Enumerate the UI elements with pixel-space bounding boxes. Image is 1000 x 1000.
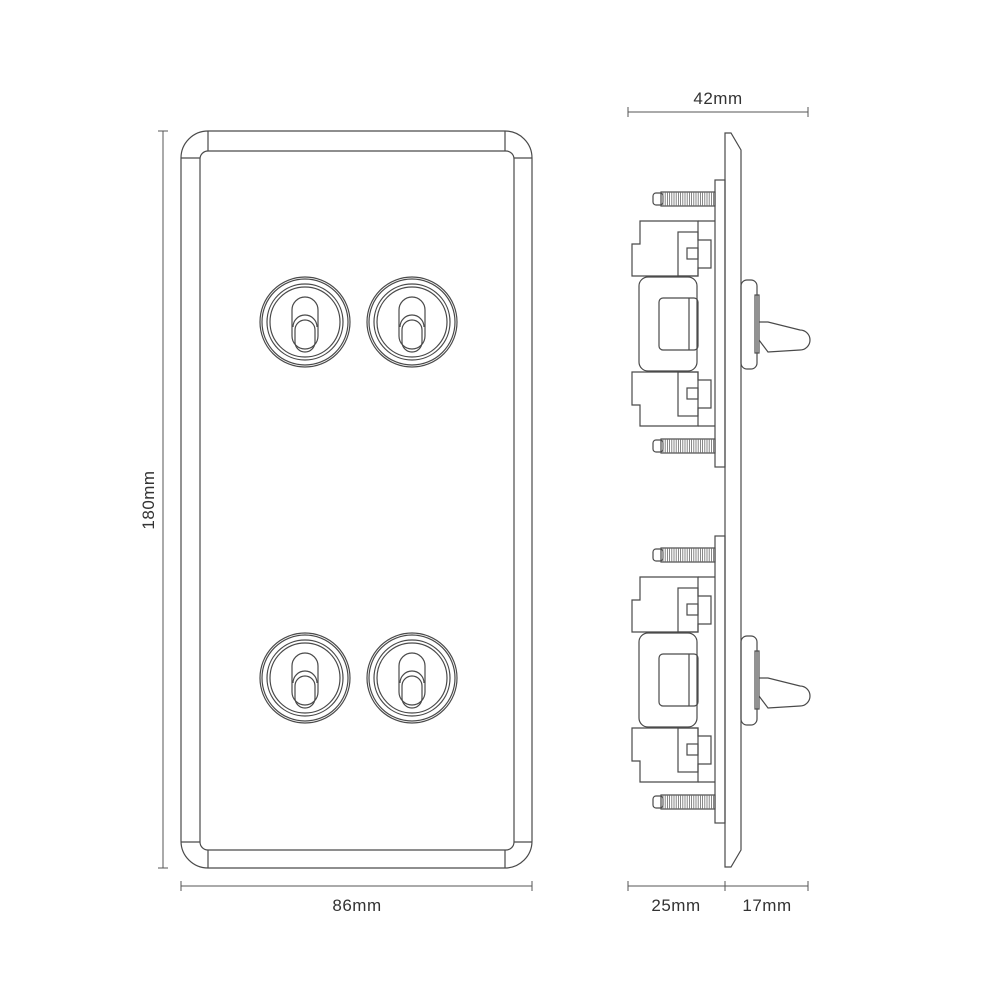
toggle-switch bbox=[366, 276, 458, 368]
mounting-screw bbox=[652, 794, 716, 810]
front-plate bbox=[180, 130, 533, 869]
side-mechanisms bbox=[631, 179, 811, 824]
dimension-label: 180mm bbox=[139, 470, 158, 529]
dimension-depth-split: 25mm 17mm bbox=[627, 881, 809, 915]
switch-mechanism bbox=[631, 535, 811, 824]
switch-mechanism bbox=[631, 179, 811, 468]
mounting-screw bbox=[652, 438, 716, 454]
mounting-screw bbox=[652, 191, 716, 207]
front-toggles bbox=[259, 276, 458, 724]
dimension-depth-total: 42mm bbox=[627, 89, 809, 117]
dimension-label: 25mm bbox=[651, 896, 700, 915]
dimension-label: 86mm bbox=[332, 896, 381, 915]
toggle-switch bbox=[259, 276, 351, 368]
dimension-height: 180mm bbox=[139, 130, 168, 869]
toggle-lever-side bbox=[740, 279, 811, 370]
side-plate bbox=[724, 132, 742, 868]
dimension-width: 86mm bbox=[180, 881, 533, 915]
dimension-label: 42mm bbox=[693, 89, 742, 108]
toggle-lever-side bbox=[740, 635, 811, 726]
mounting-screw bbox=[652, 547, 716, 563]
toggle-switch bbox=[366, 632, 458, 724]
toggle-switch bbox=[259, 632, 351, 724]
dimension-label: 17mm bbox=[742, 896, 791, 915]
